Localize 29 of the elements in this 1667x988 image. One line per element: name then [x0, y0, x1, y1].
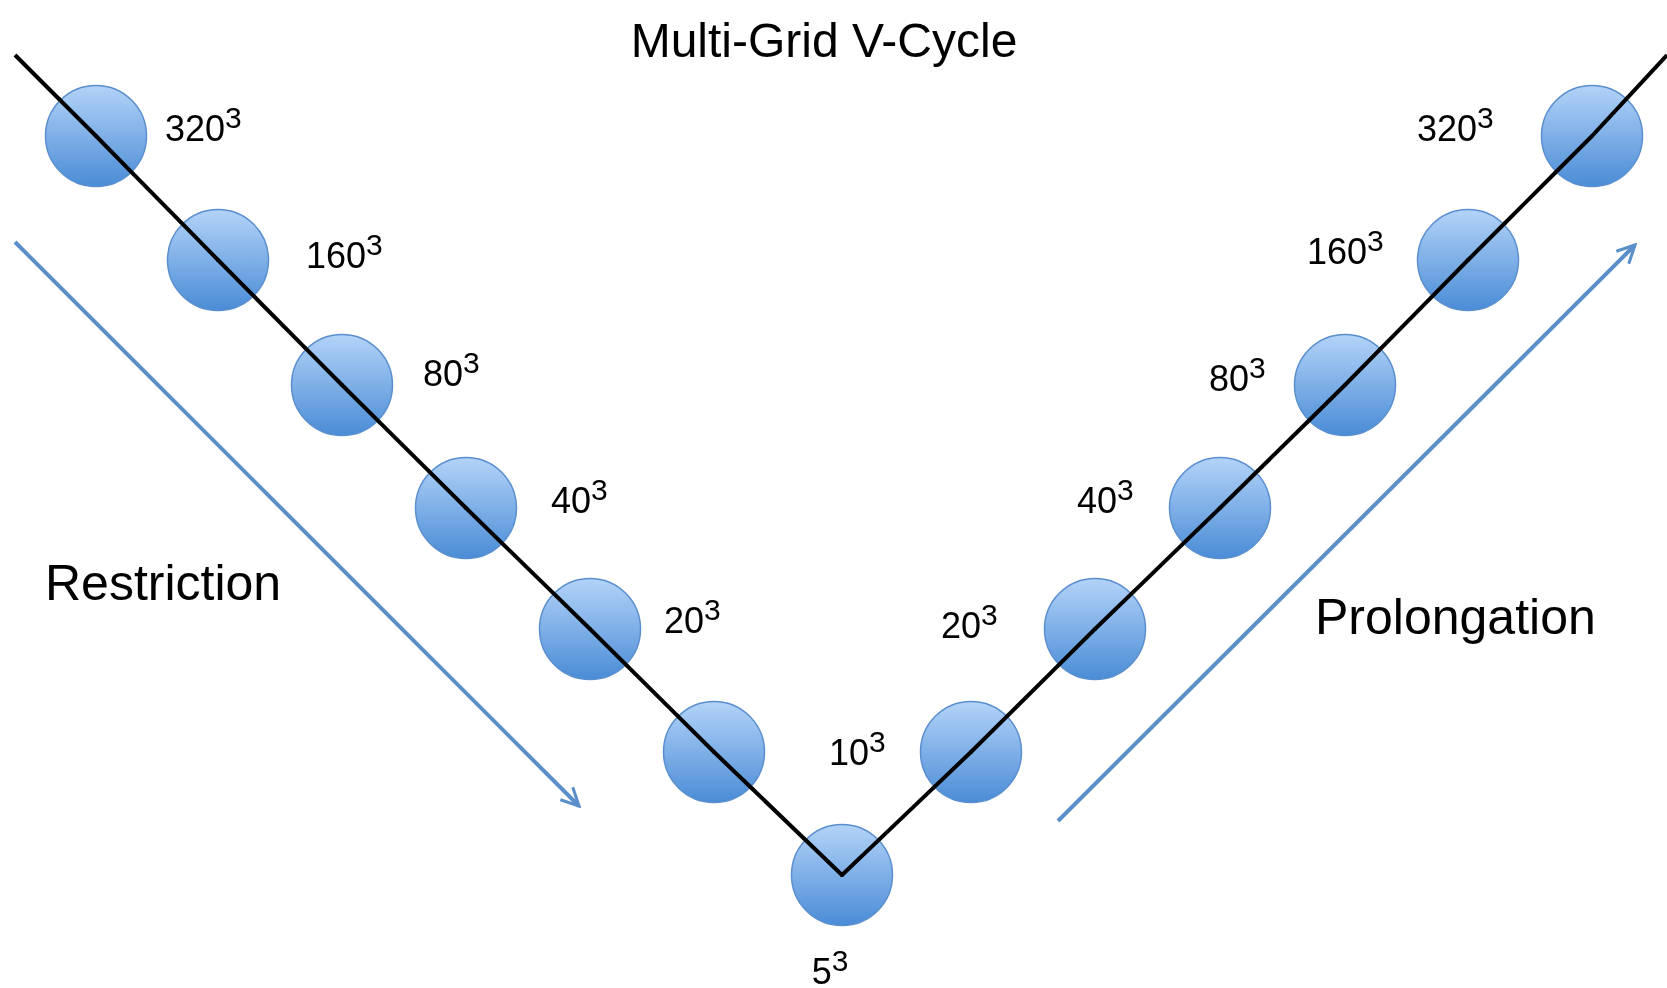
connector-line: [1130, 542, 1185, 595]
grid-size-label: 80$^{3}$: [1209, 350, 1266, 400]
grid-size-label: 320$^{3}$: [1417, 100, 1494, 150]
connector-line: [1255, 420, 1310, 473]
connector-line: [131, 171, 183, 225]
grid-size-label: 5$^{3}$: [811, 943, 849, 988]
phase-label: Restriction: [45, 554, 282, 612]
connector-line: [1006, 664, 1060, 717]
connector-line: [253, 295, 307, 350]
grid-size-label: 20$^{3}$: [664, 592, 721, 642]
grid-size-label: 160$^{3}$: [306, 227, 383, 277]
connector-line: [625, 664, 679, 717]
grid-size-label: 320$^{3}$: [165, 100, 242, 150]
connector-line: [1503, 171, 1557, 225]
connector-line: [377, 420, 431, 473]
connector-line: [750, 786, 806, 841]
grid-size-label: 40$^{3}$: [551, 472, 608, 522]
connector-line: [1380, 295, 1433, 350]
grid-size-label: 160$^{3}$: [1307, 223, 1384, 273]
grid-size-label: 20$^{3}$: [941, 597, 998, 647]
connector-line: [1625, 53, 1667, 100]
grid-size-label: 80$^{3}$: [423, 345, 480, 395]
connector-line: [13, 53, 61, 101]
connector-line: [501, 542, 555, 595]
grid-size-label: 40$^{3}$: [1077, 472, 1134, 522]
connector-line: [878, 786, 935, 841]
phase-label: Prolongation: [1315, 588, 1596, 646]
grid-size-label: 10$^{3}$: [829, 724, 886, 774]
diagram-title: Multi-Grid V-Cycle: [630, 12, 1018, 68]
